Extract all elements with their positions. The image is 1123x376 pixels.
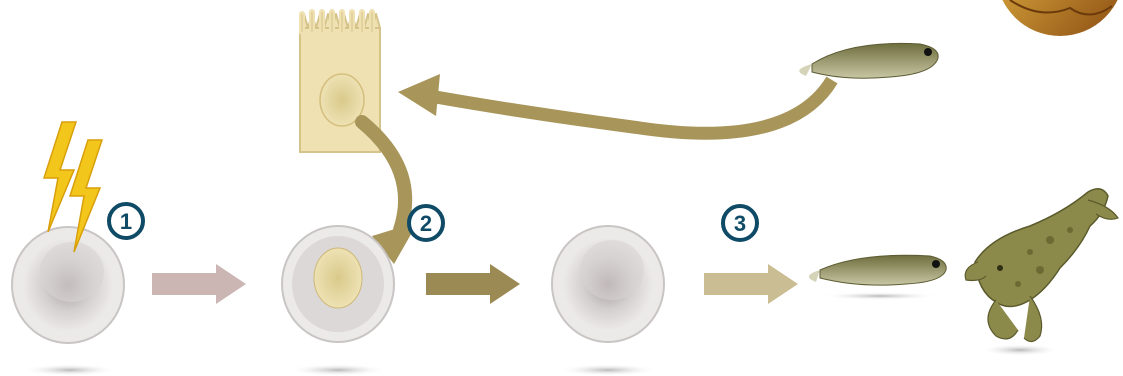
- step-3-label: 3: [734, 211, 746, 236]
- egg-shadow-2: [288, 364, 388, 376]
- egg-shadow-1: [22, 364, 118, 376]
- frog: [965, 189, 1118, 356]
- step-3-badge: 3: [723, 206, 757, 240]
- curved-arrow-source: [398, 74, 832, 133]
- corner-orb: [996, 0, 1123, 36]
- step-1-badge: 1: [109, 204, 143, 238]
- arrow-2: [426, 264, 520, 304]
- step-1-label: 1: [120, 209, 132, 234]
- step-2-badge: 2: [409, 206, 443, 240]
- arrow-1: [152, 264, 246, 304]
- egg-cell-1: [12, 227, 124, 343]
- egg-cell-3: [552, 226, 664, 342]
- tadpole-source: [799, 43, 938, 78]
- step-2-label: 2: [420, 211, 432, 236]
- tadpole-result: [809, 255, 946, 285]
- tadpole-shadow: [820, 292, 940, 300]
- arrow-3: [704, 264, 798, 304]
- egg-cell-2: [282, 226, 394, 342]
- egg-shadow-3: [558, 364, 658, 376]
